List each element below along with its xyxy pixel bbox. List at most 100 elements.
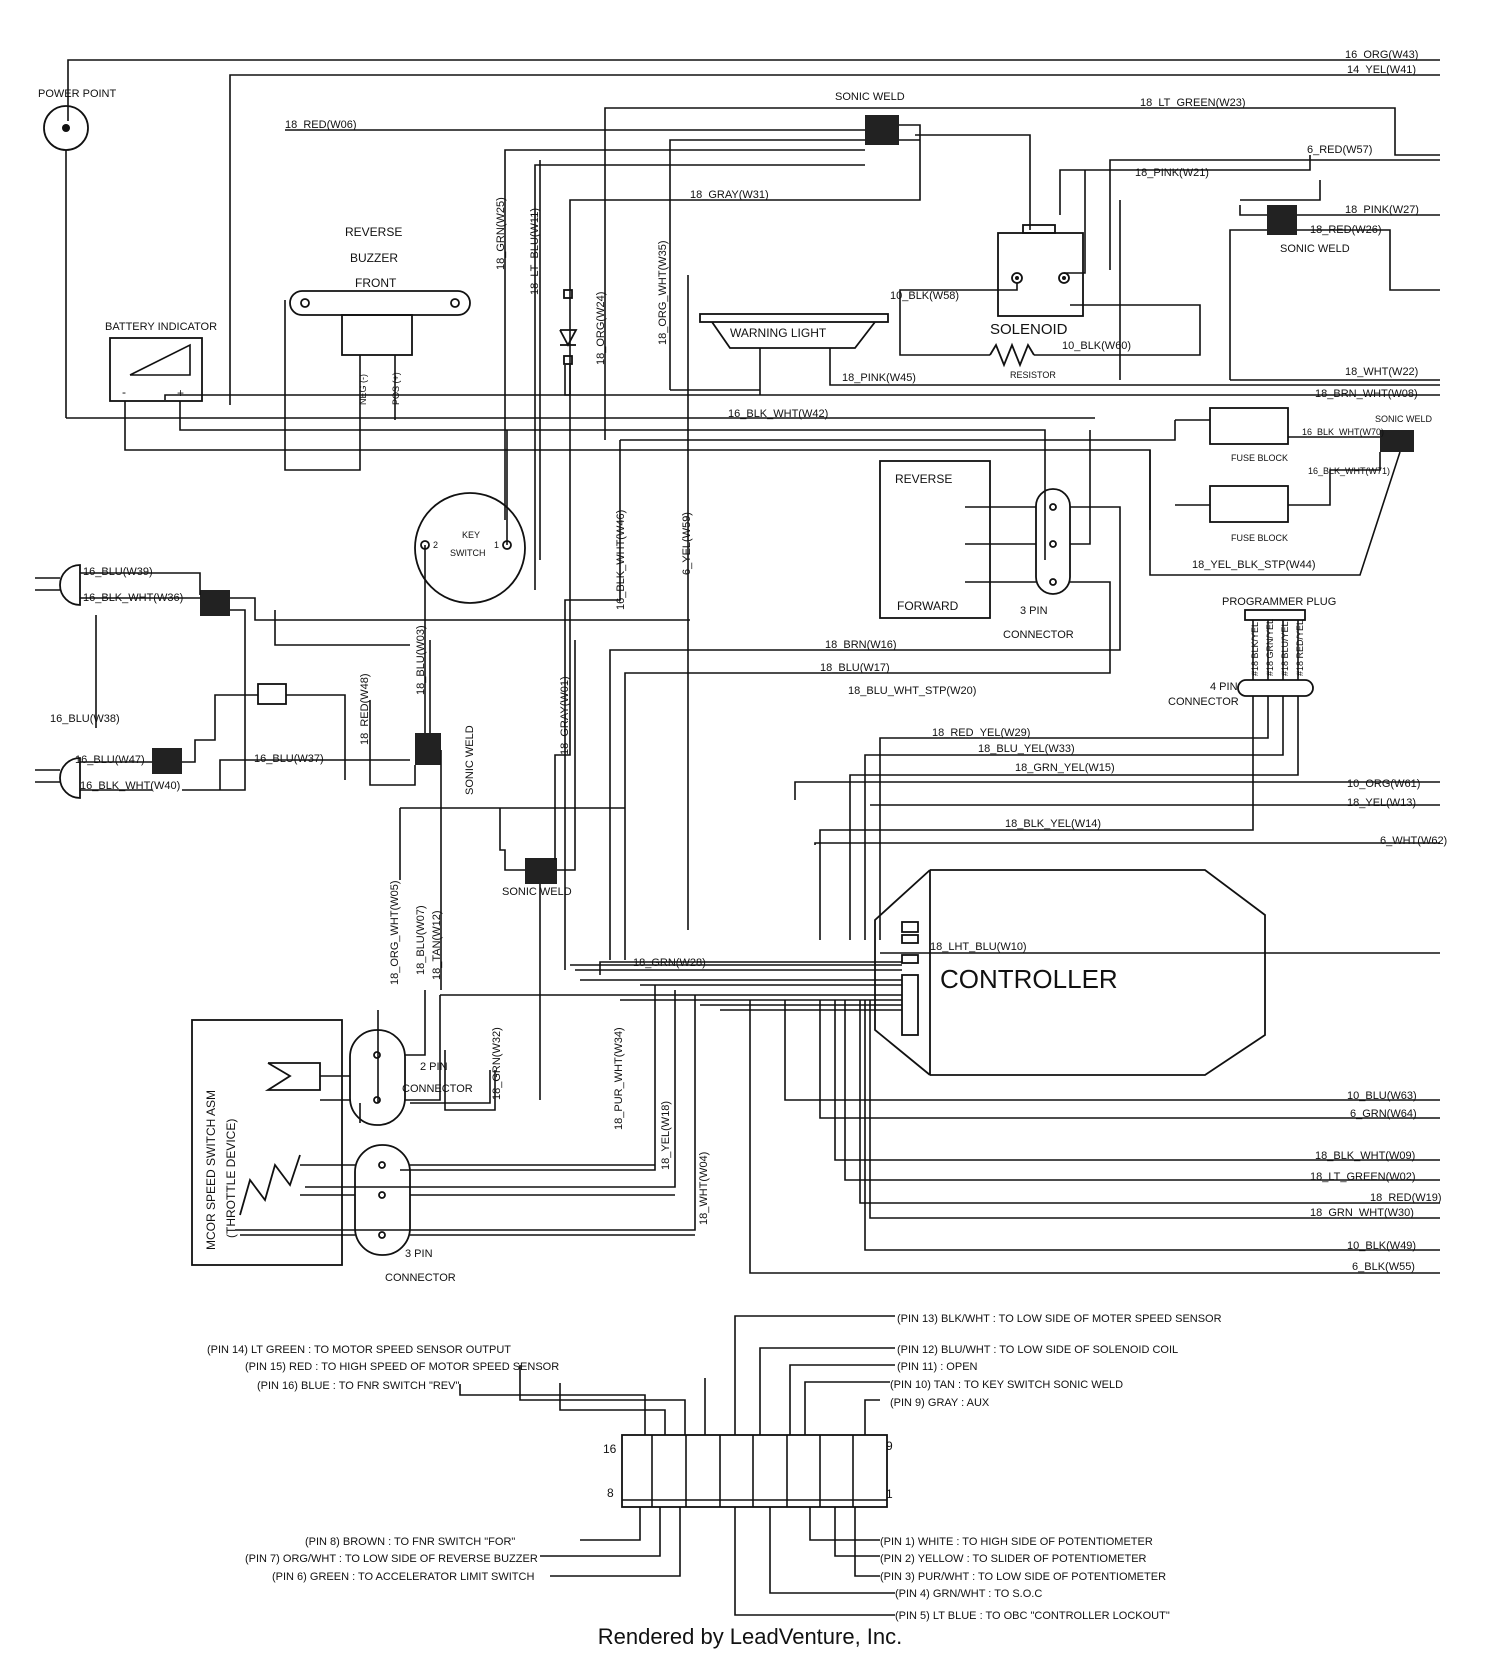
three-pin-label: 3 PIN (405, 1248, 433, 1260)
wire-label: 18_BLU(W03) (415, 625, 427, 695)
pin-1-label: 1 (886, 1487, 893, 1501)
solenoid: SOLENOID RESISTOR (899, 170, 1201, 380)
wire-label: 10_BLK(W49) (1347, 1240, 1416, 1252)
key-switch-label-2: SWITCH (450, 548, 486, 558)
wire-label: 16_BLU(W47) (75, 754, 145, 766)
key-switch-label-1: KEY (462, 530, 480, 540)
wire-label: 18_PUR_WHT(W34) (613, 1027, 625, 1130)
wire-label: 18_ORG(W24) (595, 292, 607, 365)
power-point-label: POWER POINT (38, 88, 117, 100)
pin-1-desc: (PIN 1) WHITE : TO HIGH SIDE OF POTENTIO… (880, 1536, 1153, 1548)
wire-label: 18_GRN(W25) (495, 197, 507, 270)
wire-label: 18_BLK_YEL(W14) (1005, 818, 1101, 830)
wire-label: 18_PINK(W27) (1345, 204, 1419, 216)
battery-minus: - (122, 385, 126, 399)
wire-label: 18_RED(W19) (1370, 1192, 1442, 1204)
sonic-weld-label: SONIC WELD (502, 886, 572, 898)
wire-label: 18_YEL(W18) (660, 1101, 672, 1170)
pinout-diagram: 16 8 9 1 (PIN 14) LT GREEN : TO MOTOR SP… (207, 1313, 1222, 1622)
three-pin-label: 3 PIN (1020, 605, 1048, 617)
buzzer-label-3: FRONT (355, 276, 397, 290)
pin-16-desc: (PIN 16) BLUE : TO FNR SWITCH "REV" (257, 1380, 459, 1392)
wire-label: 18_YEL(W13) (1347, 797, 1416, 809)
wire-label: 6_RED(W57) (1307, 144, 1372, 156)
pin-8-label: 8 (607, 1486, 614, 1500)
wire-label: 18_GRN(W28) (633, 957, 706, 969)
wire-label: 18_RED(W06) (285, 119, 357, 131)
fuse-block-label: FUSE BLOCK (1231, 533, 1288, 543)
plug-pin-label: #18 GRN/YEL (1265, 619, 1275, 676)
sonic-weld-bottom: SONIC WELD (499, 640, 576, 1100)
sonic-weld-right: SONIC WELD (1267, 205, 1350, 255)
wire-label: 18_TAN(W12) (431, 911, 443, 980)
wire-label: 18_WHT(W22) (1345, 366, 1418, 378)
wire-label: 18_LT_GREEN(W02) (1310, 1171, 1416, 1183)
pin-12-desc: (PIN 12) BLU/WHT : TO LOW SIDE OF SOLENO… (897, 1344, 1178, 1356)
throttle-label: (THROTTLE DEVICE) (224, 1119, 238, 1238)
wire-label: 16_BLK_WHT(W46) (615, 510, 627, 610)
wire-label: 18_WHT(W04) (698, 1152, 710, 1225)
wire-label: 18_PINK(W21) (1135, 167, 1209, 179)
pin-11-desc: (PIN 11) : OPEN (897, 1361, 978, 1373)
wire-label: 14_YEL(W41) (1347, 64, 1416, 76)
wire-label: 18_GRAY(W31) (690, 189, 769, 201)
wire-label: 10_BLK(W58) (890, 290, 959, 302)
wire-label: 18_RED_YEL(W29) (932, 727, 1030, 739)
wire-label: 6_WHT(W62) (1380, 835, 1447, 847)
buzzer-label-2: BUZZER (350, 251, 398, 265)
footer-credit: Rendered by LeadVenture, Inc. (597, 1624, 903, 1649)
wire-label: 18_BRN_WHT(W08) (1315, 388, 1418, 400)
programmer-plug-label: PROGRAMMER PLUG (1222, 596, 1336, 608)
vertical-wire-labels: 18_GRN(W25) 18_LT_BLU(W11) 18_ORG_WHT(W3… (359, 197, 710, 1225)
sonic-weld-label: SONIC WELD (1280, 243, 1350, 255)
wire-label: 18_LHT_BLU(W10) (930, 941, 1027, 953)
two-pin-label: 2 PIN (420, 1061, 448, 1073)
pin-15-desc: (PIN 15) RED : TO HIGH SPEED OF MOTOR SP… (245, 1361, 559, 1373)
wire-label: 18_RED(W26) (1310, 224, 1382, 236)
wire-label: 18_ORG_WHT(W35) (657, 240, 669, 345)
wire-label: 18_BLK_WHT(W09) (1315, 1150, 1415, 1162)
pin-7-desc: (PIN 7) ORG/WHT : TO LOW SIDE OF REVERSE… (245, 1553, 538, 1565)
top-wire-labels: 18_RED(W06) 18_GRAY(W31) 18_PINK(W45) 16… (285, 119, 1131, 420)
wire-label: 18_YEL_BLK_STP(W44) (1192, 559, 1316, 571)
wire-label: 16_BLU(W38) (50, 713, 120, 725)
right-wire-labels: 16_ORG(W43) 14_YEL(W41) 18_LT_GREEN(W23)… (1135, 49, 1447, 1273)
fuse-blocks: FUSE BLOCK FUSE BLOCK (1149, 407, 1401, 576)
wire-label: 10_BLU(W63) (1347, 1090, 1417, 1102)
connector-label: CONNECTOR (1168, 696, 1239, 708)
connector-label: CONNECTOR (1003, 629, 1074, 641)
wire-label: 16_BLK_WHT(W71) (1308, 466, 1390, 476)
pin-3-desc: (PIN 3) PUR/WHT : TO LOW SIDE OF POTENTI… (880, 1571, 1166, 1583)
pin-9-label: 9 (886, 1439, 893, 1453)
wire-label: 18_GRN_WHT(W30) (1310, 1207, 1414, 1219)
pin-16-label: 16 (603, 1442, 617, 1456)
wire-label: 18_GRN(W32) (491, 1027, 503, 1100)
sonic-weld-fuse: SONIC WELD (1375, 414, 1433, 452)
wire-label: 16_BLK_WHT(W70) (1302, 427, 1384, 437)
wire-label: 6_GRN(W64) (1350, 1108, 1417, 1120)
sonic-weld-label: SONIC WELD (1375, 414, 1433, 424)
pin-6-desc: (PIN 6) GREEN : TO ACCELERATOR LIMIT SWI… (272, 1571, 534, 1583)
battery-plus: + (177, 386, 184, 400)
key-switch: KEY SWITCH 2 1 (414, 430, 526, 741)
wire-label: 18_ORG_WHT(W05) (389, 880, 401, 985)
wire-label: 16_BLK_WHT(W40) (80, 780, 180, 792)
solenoid-label: SOLENOID (990, 321, 1068, 338)
wire-label: 18_BRN(W16) (825, 639, 897, 651)
controller: CONTROLLER (440, 869, 1266, 1076)
sonic-weld-center: SONIC WELD (369, 640, 625, 990)
forward-label: FORWARD (897, 599, 959, 613)
pin-4-desc: (PIN 4) GRN/WHT : TO S.O.C (895, 1588, 1042, 1600)
programmer-plug: PROGRAMMER PLUG 4 PIN CONNECTOR #18 BLK/… (819, 596, 1336, 940)
wire-label: 16_BLU(W37) (254, 753, 324, 765)
sonic-weld-label: SONIC WELD (835, 91, 905, 103)
wire-label: 18_GRN_YEL(W15) (1015, 762, 1115, 774)
buzzer-label-1: REVERSE (345, 225, 402, 239)
plug-pin-label: #18 RED/YEL (1295, 620, 1305, 676)
plug-pin-label: #18 BLU/YEL (1280, 621, 1290, 676)
wire-label: 16_BLK_WHT(W42) (728, 408, 828, 420)
wire-label: 18_LT_GREEN(W23) (1140, 97, 1246, 109)
controller-label: CONTROLLER (940, 964, 1118, 994)
wire-label: 18_GRAY(W01) (559, 676, 571, 755)
